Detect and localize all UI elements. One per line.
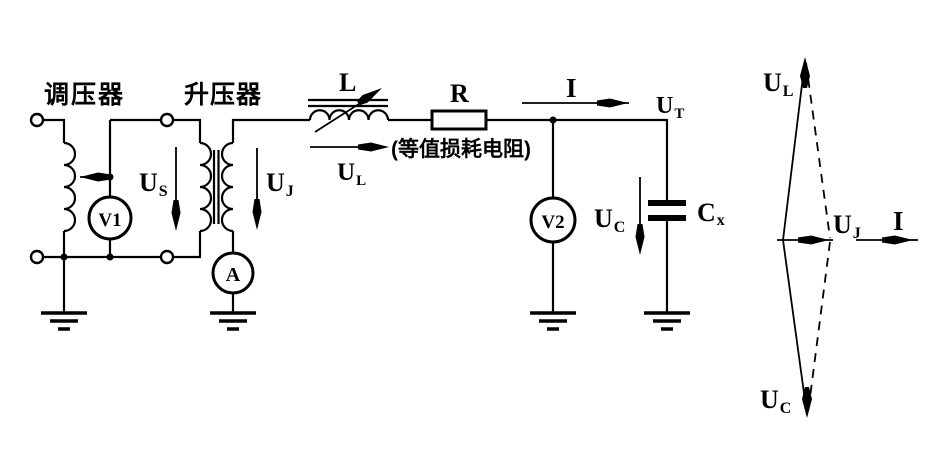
phasor-ul-arrow-icon: [800, 57, 810, 88]
junction-dot: [549, 116, 557, 124]
us-arrow-icon: [171, 200, 181, 231]
regulator-label: 调压器: [44, 81, 125, 109]
inductor-branch: L UL: [308, 68, 432, 189]
capacitor-branch: Cx UC: [594, 119, 725, 331]
ul-label: UL: [337, 159, 366, 189]
uc-arrow-icon: [635, 224, 645, 255]
phasor-uj-arrow-icon: [798, 235, 829, 245]
phasor-diagram: UL UJ UC I: [760, 57, 918, 418]
wire-secondary-top: [231, 118, 310, 143]
junction-dot: [106, 253, 114, 261]
primary-coil: [199, 141, 213, 233]
regulator-coil: [63, 141, 77, 233]
phasor-uc-vector: [782, 239, 808, 416]
phasor-ul-label: UL: [763, 68, 793, 100]
capacitor-plate-top: [648, 200, 686, 206]
ground-symbol: [210, 311, 256, 331]
phasor-i-label: I: [893, 206, 904, 236]
uj-label: UJ: [266, 168, 294, 200]
resistor-note: (等值损耗电阻): [391, 137, 531, 161]
ammeter-a: [211, 251, 255, 295]
voltmeter-v1-label: V1: [98, 210, 121, 231]
ammeter-a-label: A: [226, 264, 241, 286]
phasor-ul-vector: [782, 59, 806, 241]
junction-dot: [106, 173, 114, 181]
terminal-bottom-left: [29, 249, 45, 265]
resistor-branch: R (等值损耗电阻) I UT: [391, 73, 684, 161]
phasor-dashed-bottom: [807, 241, 831, 414]
inductor-core: [308, 98, 388, 108]
uc-label: UC: [594, 204, 625, 236]
phasor-i-arrow-icon: [882, 235, 913, 245]
transformer-core: [212, 150, 220, 224]
phasor-uc-label: UC: [760, 385, 791, 417]
phasor-uc-arrow-icon: [802, 387, 812, 418]
resistor-label: R: [450, 79, 469, 108]
terminal-primary-bottom: [159, 249, 175, 265]
ground-symbol: [530, 311, 576, 331]
booster-label: 升压器: [184, 81, 262, 109]
inductor-label: L: [339, 68, 356, 97]
v2-branch: V2: [529, 116, 577, 331]
wire-primary-top: [173, 118, 202, 143]
wire-primary-bottom: [173, 231, 202, 259]
ul-arrow-icon: [358, 142, 389, 152]
booster-section: 升压器 A US UJ: [139, 81, 310, 331]
current-label: I: [566, 73, 577, 103]
secondary-coil: [220, 141, 234, 233]
voltmeter-v2-label: V2: [541, 212, 564, 233]
ut-label: UT: [656, 93, 684, 122]
terminal-primary-top: [159, 112, 175, 128]
junction-dot: [60, 253, 68, 261]
regulator-section: 调压器 V1: [29, 81, 161, 331]
phasor-dashed-top: [805, 62, 831, 239]
voltmeter-v2: [529, 196, 577, 244]
us-label: US: [139, 168, 168, 200]
ground-symbol: [644, 311, 690, 331]
phasor-uj-label: UJ: [833, 210, 861, 242]
inductor-adjust-line: [314, 101, 363, 133]
resistor-body: [430, 109, 488, 131]
uj-arrow-icon: [252, 199, 262, 230]
current-arrow-icon: [597, 98, 628, 108]
inductor-adjust-arrow-icon: [357, 88, 382, 106]
capacitor-plate-bottom: [648, 215, 686, 221]
ground-symbol: [41, 311, 87, 331]
wiper-arrow-icon: [80, 172, 111, 182]
terminal-top-left: [29, 112, 45, 128]
voltmeter-v1: [87, 195, 133, 241]
cx-label: Cx: [697, 198, 725, 229]
inductor-coil: [308, 109, 390, 121]
wire-regulator-top: [43, 118, 66, 143]
